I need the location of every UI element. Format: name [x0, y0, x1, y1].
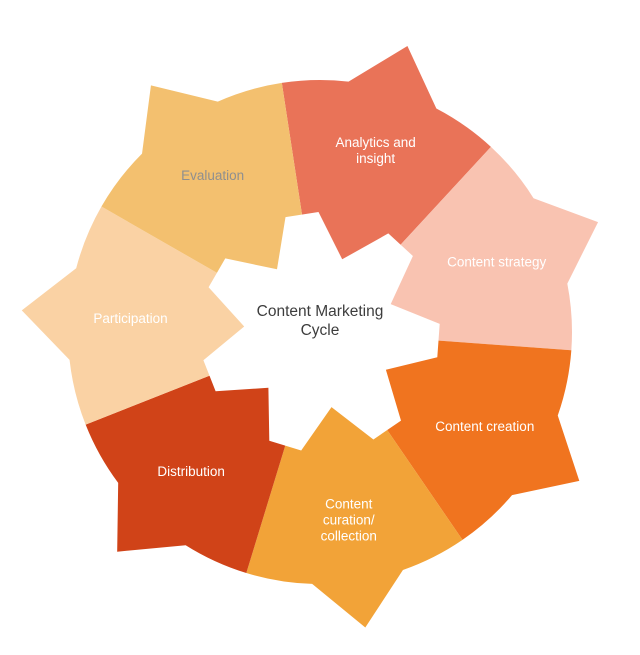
segment-label-distribution: Distribution: [157, 464, 225, 479]
segment-label-content-creation: Content creation: [435, 419, 534, 434]
diagram-center-title: Content Marketing Cycle: [256, 303, 384, 339]
segment-label-participation: Participation: [93, 311, 167, 326]
segment-participation: [21, 206, 321, 425]
center-hub-starburst: [203, 212, 440, 451]
segment-label-evaluation: Evaluation: [181, 168, 244, 183]
segment-label-content-strategy: Content strategy: [447, 255, 546, 270]
segment-distribution: [85, 332, 321, 573]
